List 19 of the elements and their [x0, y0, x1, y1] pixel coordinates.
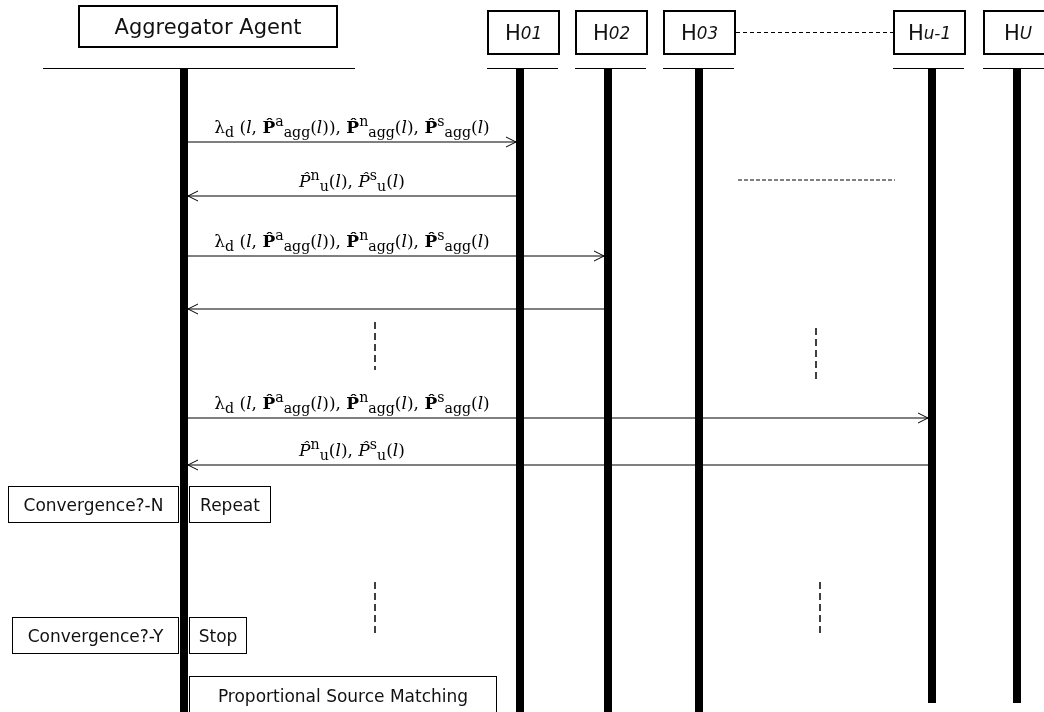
message-arrow	[187, 250, 605, 262]
lifeline	[180, 69, 188, 712]
message-arrow	[187, 459, 929, 471]
message-arrow	[187, 136, 517, 148]
participant-box: Aggregator Agent	[78, 5, 338, 48]
lifeline	[928, 69, 936, 703]
lifeline	[1013, 69, 1021, 703]
step-box: Repeat	[189, 486, 271, 523]
message-arrow	[187, 412, 929, 424]
step-box: Proportional Source Matching	[189, 676, 497, 712]
lifeline	[516, 69, 524, 712]
lifeline	[604, 69, 612, 712]
lifeline	[695, 69, 703, 712]
step-box: Convergence?-N	[8, 486, 179, 523]
message-arrow	[187, 190, 517, 202]
step-box: Stop	[189, 617, 247, 654]
step-box: Convergence?-Y	[12, 617, 179, 654]
message-arrow	[187, 303, 605, 315]
connector-line	[735, 32, 894, 33]
